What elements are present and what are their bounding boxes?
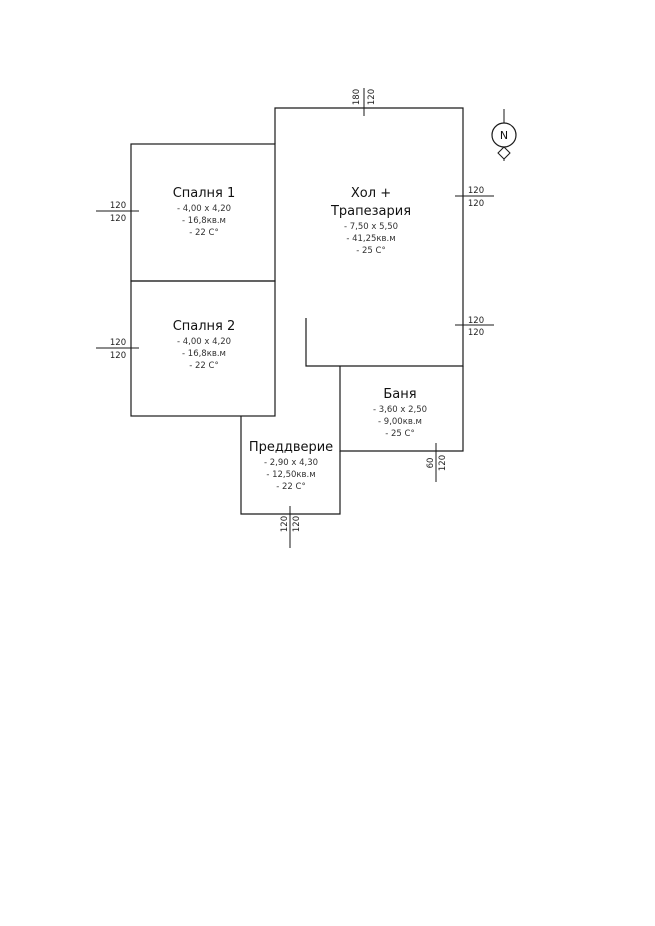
hall-name-line2: Трапезария <box>330 204 411 219</box>
hall-wall <box>274 107 464 367</box>
room-bedroom2: Спалня 2 - 4,00 x 4,20 - 16,8кв.м - 22 C… <box>173 319 236 371</box>
hall-temp: - 25 C° <box>356 246 385 256</box>
right2-dim-b: 120 <box>468 328 484 338</box>
bath-size: - 3,60 x 2,50 <box>373 405 427 415</box>
room-hall: Хол + Трапезария - 7,50 x 5,50 - 41,25кв… <box>330 186 411 256</box>
bedroom1-size: - 4,00 x 4,20 <box>177 204 231 214</box>
room-bedroom1: Спалня 1 - 4,00 x 4,20 - 16,8кв.м - 22 C… <box>173 186 236 238</box>
dimension-labels: 180 120 120 120 120 120 120 120 120 120 … <box>110 89 484 532</box>
right1-dim-a: 120 <box>468 186 484 196</box>
bath-temp: - 25 C° <box>385 429 414 439</box>
bath-area: - 9,00кв.м <box>378 417 422 427</box>
hall-area: - 41,25кв.м <box>346 234 395 244</box>
vestibule-temp: - 22 C° <box>276 482 305 492</box>
bedroom2-size: - 4,00 x 4,20 <box>177 337 231 347</box>
bedroom1-temp: - 22 C° <box>189 228 218 238</box>
right1-dim-b: 120 <box>468 199 484 209</box>
left2-dim-a: 120 <box>110 338 126 348</box>
compass-circle <box>491 122 517 148</box>
bedroom1-area: - 16,8кв.м <box>182 216 226 226</box>
bedroom2-temp: - 22 C° <box>189 361 218 371</box>
bedroom1-name: Спалня 1 <box>173 186 236 201</box>
compass-tail <box>497 146 511 160</box>
bedroom2-area: - 16,8кв.м <box>182 349 226 359</box>
left1-dim-a: 120 <box>110 201 126 211</box>
left2-dim-b: 120 <box>110 351 126 361</box>
vestibule-name: Преддверие <box>249 440 333 455</box>
right2-dim-a: 120 <box>468 316 484 326</box>
bedroom2-name: Спалня 2 <box>173 319 236 334</box>
bath-name: Баня <box>383 387 416 402</box>
left1-dim-b: 120 <box>110 214 126 224</box>
bottom-dim-a: 120 <box>280 516 290 532</box>
top-dim-a: 180 <box>352 89 362 105</box>
top-dim-b: 120 <box>367 89 377 105</box>
north-compass-icon: N <box>491 109 517 161</box>
bath-dim-a: 60 <box>426 458 436 469</box>
bath-wall <box>339 366 464 452</box>
room-vestibule: Преддверие - 2,90 x 4,30 - 12,50кв.м - 2… <box>249 440 333 492</box>
vestibule-area: - 12,50кв.м <box>266 470 315 480</box>
bottom-dim-b: 120 <box>292 516 302 532</box>
compass-letter: N <box>500 129 508 142</box>
vestibule-size: - 2,90 x 4,30 <box>264 458 318 468</box>
hall-size: - 7,50 x 5,50 <box>344 222 398 232</box>
room-bath: Баня - 3,60 x 2,50 - 9,00кв.м - 25 C° <box>373 387 427 439</box>
bath-dim-b: 120 <box>438 455 448 471</box>
hall-name-line1: Хол + <box>351 186 391 201</box>
dimension-lines <box>96 88 494 548</box>
